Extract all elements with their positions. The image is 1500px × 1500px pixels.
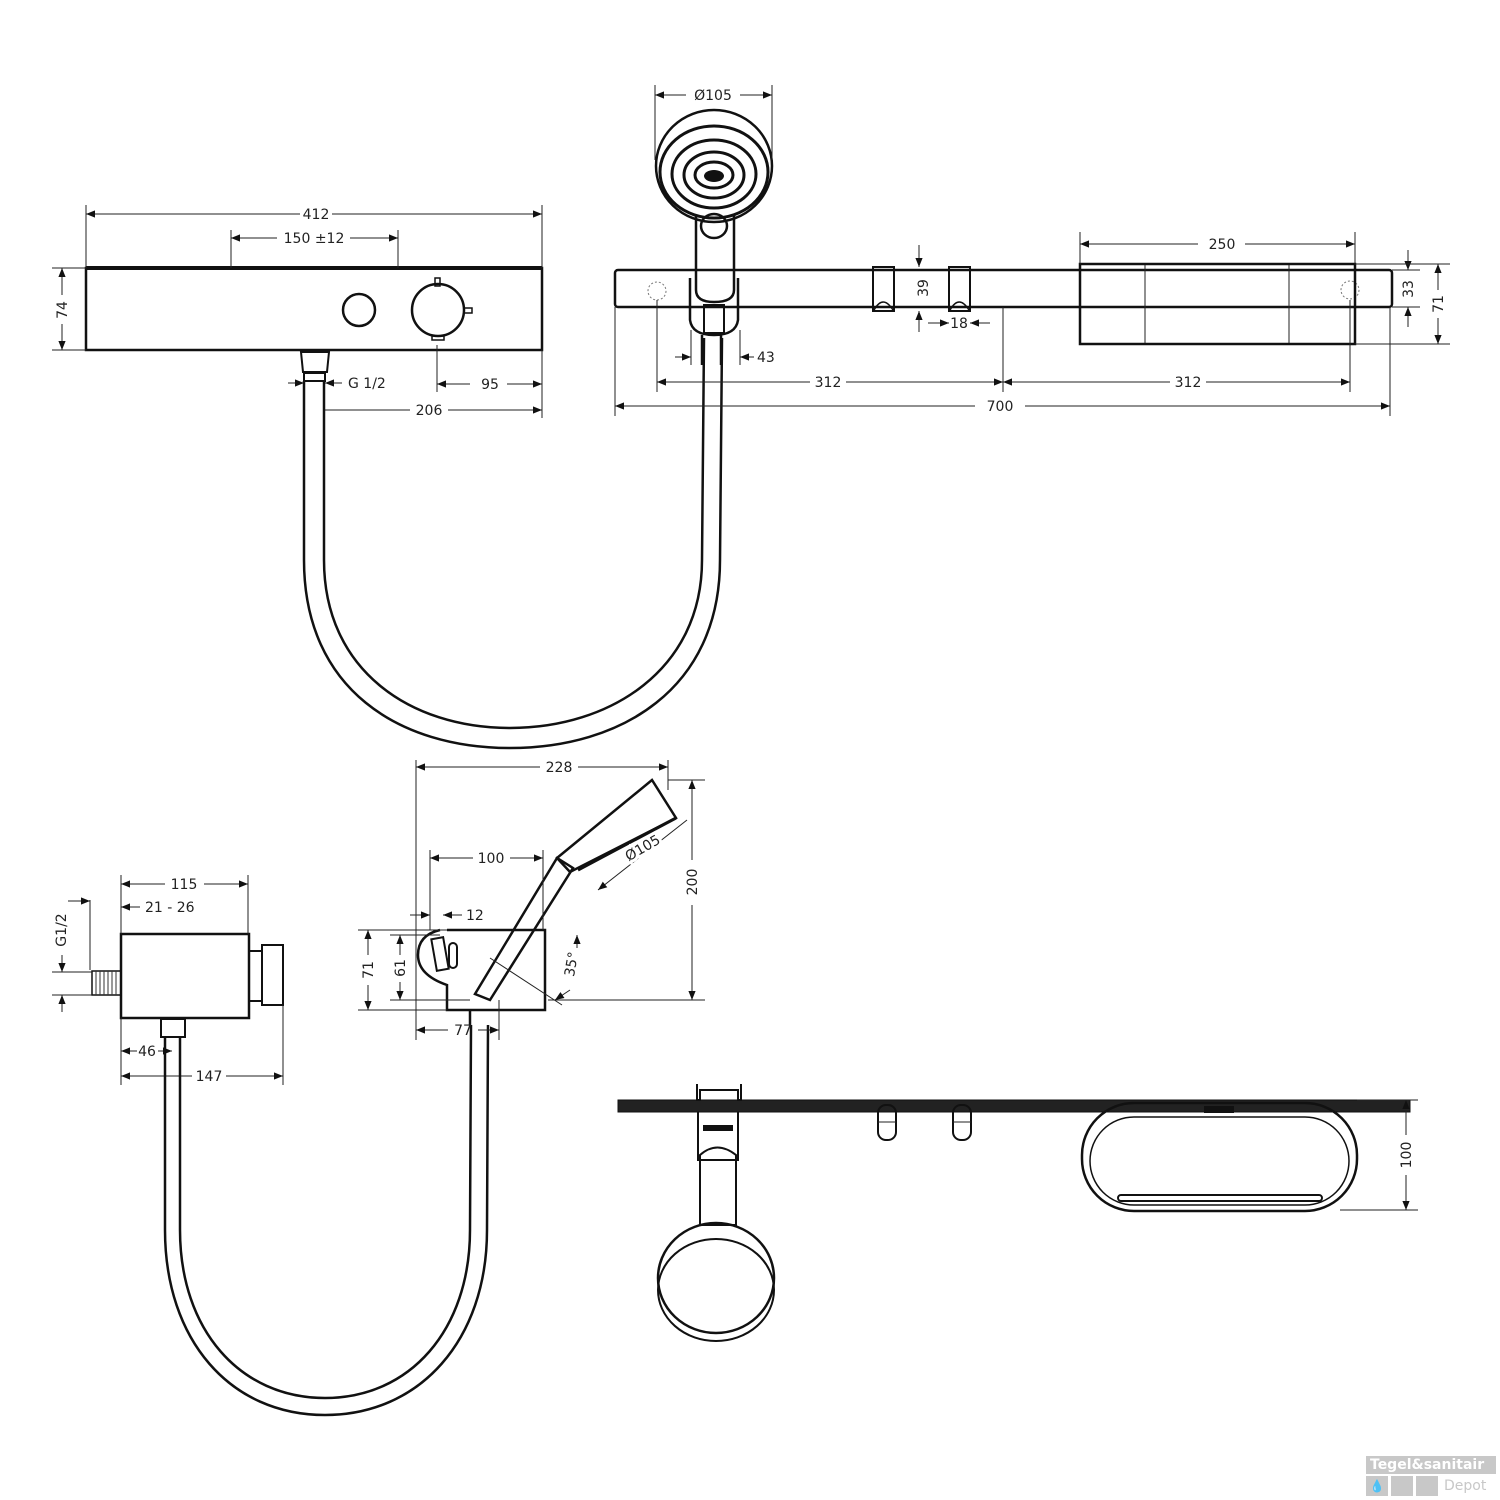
dim-overall-depth: 228 xyxy=(546,760,573,776)
hook-1 xyxy=(872,266,895,312)
dim-side-thread: G1/2 xyxy=(54,913,70,946)
dim-right-span: 312 xyxy=(1175,375,1202,391)
dim-rail-length: 700 xyxy=(987,399,1014,415)
shower-hose-bottom xyxy=(163,1024,490,1417)
dim-shelf-height: 71 xyxy=(1431,295,1447,313)
dim-holder-height: 71 xyxy=(361,961,377,979)
dim-inner-height: 61 xyxy=(393,959,409,977)
dim-connection-spacing: 150 ±12 xyxy=(284,231,345,247)
dim-thermostat-height: 74 xyxy=(55,301,71,319)
thermostat-side-view: 115 21 - 26 G1/2 46 147 xyxy=(52,875,284,1085)
shelf-front xyxy=(1078,262,1357,346)
dim-hook-width: 18 xyxy=(950,316,968,332)
dim-holder-width: 43 xyxy=(757,350,775,366)
thermostat-side-body xyxy=(119,932,251,1020)
dim-shelf-width: 250 xyxy=(1209,237,1236,253)
function-button-icon xyxy=(341,292,377,328)
logo-square-icon xyxy=(1416,1476,1438,1496)
watermark-sub: Depot xyxy=(1444,1478,1487,1494)
dim-left-span: 312 xyxy=(815,375,842,391)
dim-shelf-depth: 100 xyxy=(1399,1142,1415,1169)
shower-hose-top xyxy=(302,337,724,750)
shower-rail xyxy=(613,268,1394,309)
watermark-logo: Tegel&sanitair 💧 Depot xyxy=(1366,1456,1496,1496)
holder-side-view: 228 100 12 Ø105 200 71 61 3 xyxy=(358,760,705,1040)
rail-front-view: Ø105 43 39 18 250 33 71 xyxy=(613,85,1450,416)
thermostat-body xyxy=(84,266,544,352)
dim-holder-projection: 100 xyxy=(478,851,505,867)
shelf-top xyxy=(1080,1101,1359,1213)
dim-handshower-diameter: Ø105 xyxy=(694,88,732,104)
hand-shower-front xyxy=(654,108,774,365)
dim-outlet-offset: 206 xyxy=(416,403,443,419)
dim-overall-height: 200 xyxy=(685,869,701,896)
dim-outlet-thread: G 1/2 xyxy=(348,376,386,392)
dim-rail-height: 33 xyxy=(1401,280,1417,298)
dim-thermostat-depth: 115 xyxy=(171,877,198,893)
rail-top-view: 100 xyxy=(617,1084,1418,1342)
dim-adjust-range: 21 - 26 xyxy=(145,900,195,916)
dim-outlet-position: 46 xyxy=(138,1044,156,1060)
dim-wall-gap: 12 xyxy=(466,908,484,924)
dim-total-depth: 147 xyxy=(196,1069,223,1085)
dim-knob-offset: 95 xyxy=(481,377,499,393)
thermostat-front-view: 412 150 ±12 74 G 1/2 95 206 xyxy=(52,205,544,419)
water-drop-icon: 💧 xyxy=(1366,1476,1388,1496)
watermark-brand: Tegel&sanitair xyxy=(1366,1456,1496,1474)
dim-tilt-angle: 35° xyxy=(562,951,582,978)
dim-base-depth: 77 xyxy=(454,1023,472,1039)
hook-2 xyxy=(948,266,971,312)
dim-thermostat-width: 412 xyxy=(303,207,330,223)
logo-square-icon xyxy=(1391,1476,1413,1496)
dim-hook-height: 39 xyxy=(916,279,932,297)
